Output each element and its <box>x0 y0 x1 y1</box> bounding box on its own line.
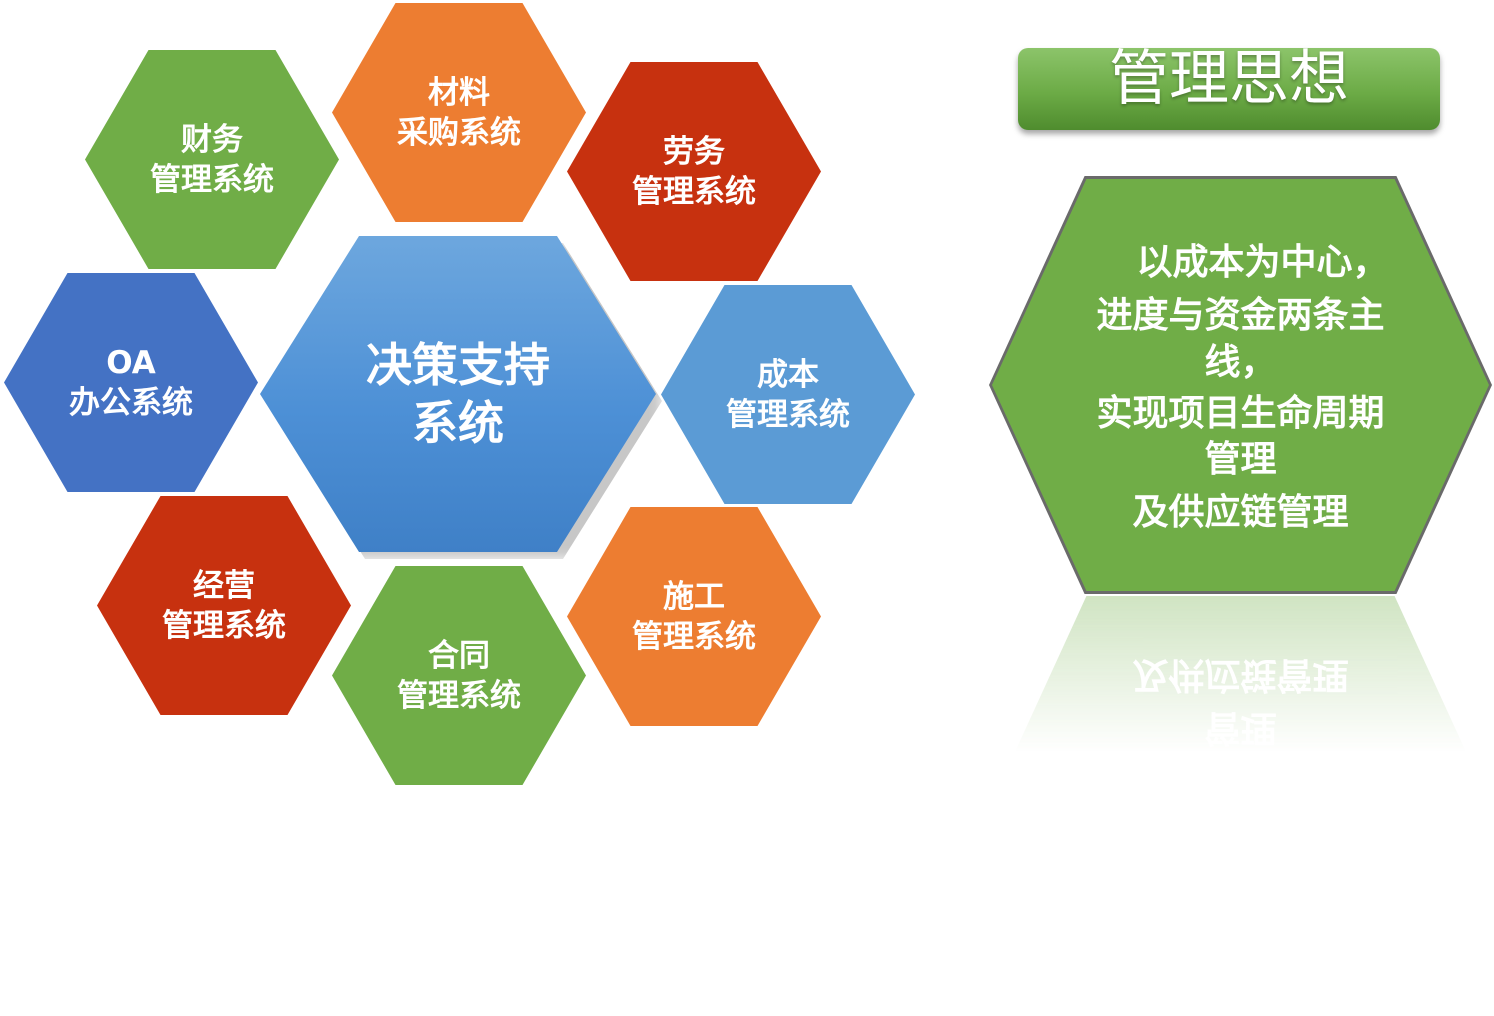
hex-materials-line2: 采购系统 <box>397 114 521 151</box>
hex-contract-system: 合同 管理系统 <box>332 566 586 785</box>
hex-business-line1: 经营 <box>193 567 255 604</box>
philosophy-line-2: 进度与资金两条主 <box>1096 295 1385 336</box>
hex-business-system: 经营 管理系统 <box>97 496 351 715</box>
philosophy-line-1: 以成本为中心， <box>1136 242 1389 283</box>
hex-labor-line2: 管理系统 <box>632 173 756 210</box>
philosophy-hex: 以成本为中心， 进度与资金两条主 线， 实现项目生命周期 管理 及供应链管理 <box>992 179 1489 591</box>
hex-finance-system: 财务 管理系统 <box>85 50 339 269</box>
hex-construction-line2: 管理系统 <box>632 618 756 655</box>
banner-title: 管理思想 <box>1109 44 1349 114</box>
hex-construction-line1: 施工 <box>663 578 725 615</box>
hex-materials-line1: 材料 <box>428 74 490 111</box>
hex-labor-system: 劳务 管理系统 <box>567 62 821 281</box>
hex-cost-line1: 成本 <box>757 356 819 393</box>
hex-materials-system: 材料 采购系统 <box>332 3 586 222</box>
hex-contract-line2: 管理系统 <box>397 677 521 714</box>
hex-oa-line1: OA <box>106 344 156 381</box>
reflection-line-5: 管理 <box>1204 707 1277 748</box>
hex-cost-line2: 管理系统 <box>726 396 850 433</box>
center-line1: 决策支持 <box>366 338 550 392</box>
hex-business-line2: 管理系统 <box>162 607 286 644</box>
hex-oa-line2: 办公系统 <box>69 384 193 421</box>
hex-finance-line1: 财务 <box>181 121 243 158</box>
hex-oa-system: OA 办公系统 <box>4 273 258 492</box>
philosophy-line-6: 及供应链管理 <box>1132 492 1349 533</box>
reflection-line-6: 及供应链管理 <box>1132 654 1349 695</box>
hex-construction-system: 施工 管理系统 <box>567 507 821 726</box>
hex-contract-line1: 合同 <box>428 637 490 674</box>
hex-finance-line2: 管理系统 <box>150 161 274 198</box>
philosophy-line-5: 管理 <box>1204 439 1277 480</box>
philosophy-hex-reflection: 管理 及供应链管理 <box>992 596 1489 1008</box>
philosophy-line-3: 线， <box>1204 342 1277 383</box>
philosophy-line-4: 实现项目生命周期 <box>1096 393 1385 434</box>
hex-labor-line1: 劳务 <box>663 133 725 170</box>
center-line2: 系统 <box>412 396 504 450</box>
hex-cost-system: 成本 管理系统 <box>661 285 915 504</box>
management-philosophy-banner: 管理思想 <box>1018 48 1440 130</box>
